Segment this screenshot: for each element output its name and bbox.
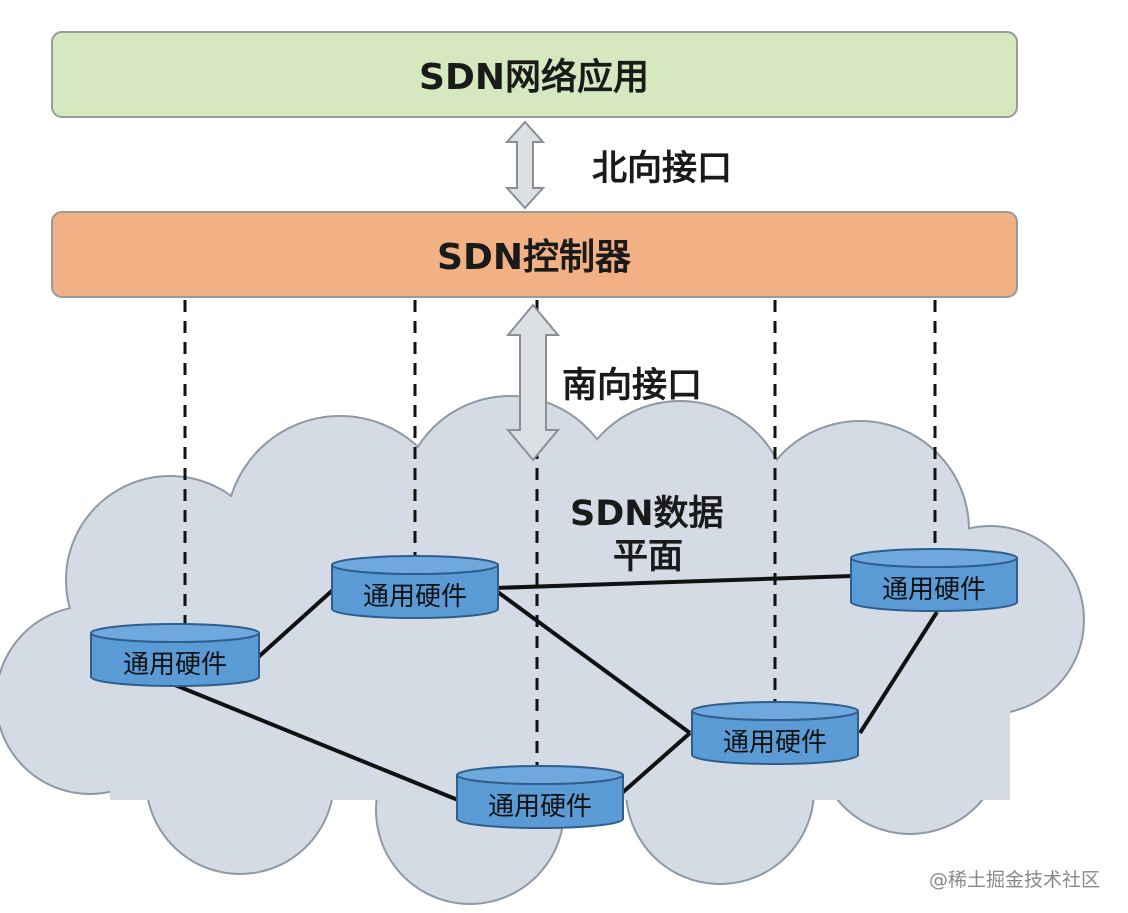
application-layer-label: SDN网络应用 xyxy=(419,56,649,98)
cylinder-top xyxy=(331,555,499,575)
hardware-node-label: 通用硬件 xyxy=(882,575,986,605)
data-links xyxy=(174,574,939,802)
cylinder-top xyxy=(850,548,1018,568)
watermark: @稀土掘金技术社区 xyxy=(929,869,1100,891)
data-plane-label: SDN数据 平面 xyxy=(570,494,724,577)
northbound-label: 北向接口 xyxy=(592,149,732,189)
cylinder-top xyxy=(691,701,859,721)
data-link xyxy=(253,586,337,662)
hardware-node: 通用硬件 xyxy=(331,555,499,619)
data-plane-label-line1: SDN数据 xyxy=(570,494,724,534)
southbound-interface: 南向接口 xyxy=(505,303,702,462)
hardware-node-label: 通用硬件 xyxy=(363,582,467,612)
hardware-node-label: 通用硬件 xyxy=(723,728,827,758)
control-links xyxy=(183,300,937,770)
controller-layer-label: SDN控制器 xyxy=(437,237,632,278)
hardware-node: 通用硬件 xyxy=(456,765,624,829)
cylinder-top xyxy=(456,765,624,785)
data-link xyxy=(494,574,853,590)
hardware-node-label: 通用硬件 xyxy=(488,792,592,822)
data-link xyxy=(174,683,459,802)
northbound-interface: 北向接口 xyxy=(504,120,732,210)
southbound-label: 南向接口 xyxy=(562,366,702,406)
data-plane-label-line2: 平面 xyxy=(613,537,683,577)
hardware-node: 通用硬件 xyxy=(90,623,260,687)
hardware-node: 通用硬件 xyxy=(850,548,1018,612)
controller-layer-box xyxy=(51,211,1018,298)
controller-layer: SDN控制器 xyxy=(51,211,1018,298)
data-link xyxy=(858,610,939,735)
application-layer: SDN网络应用 xyxy=(51,31,1018,118)
cylinder-top xyxy=(90,623,260,643)
hardware-node: 通用硬件 xyxy=(691,701,859,765)
data-link xyxy=(620,731,692,795)
data-link xyxy=(493,588,692,735)
application-layer-box xyxy=(51,31,1018,118)
northbound-arrow-icon xyxy=(504,120,546,210)
southbound-arrow-icon xyxy=(505,303,561,462)
hardware-node-label: 通用硬件 xyxy=(123,650,227,680)
